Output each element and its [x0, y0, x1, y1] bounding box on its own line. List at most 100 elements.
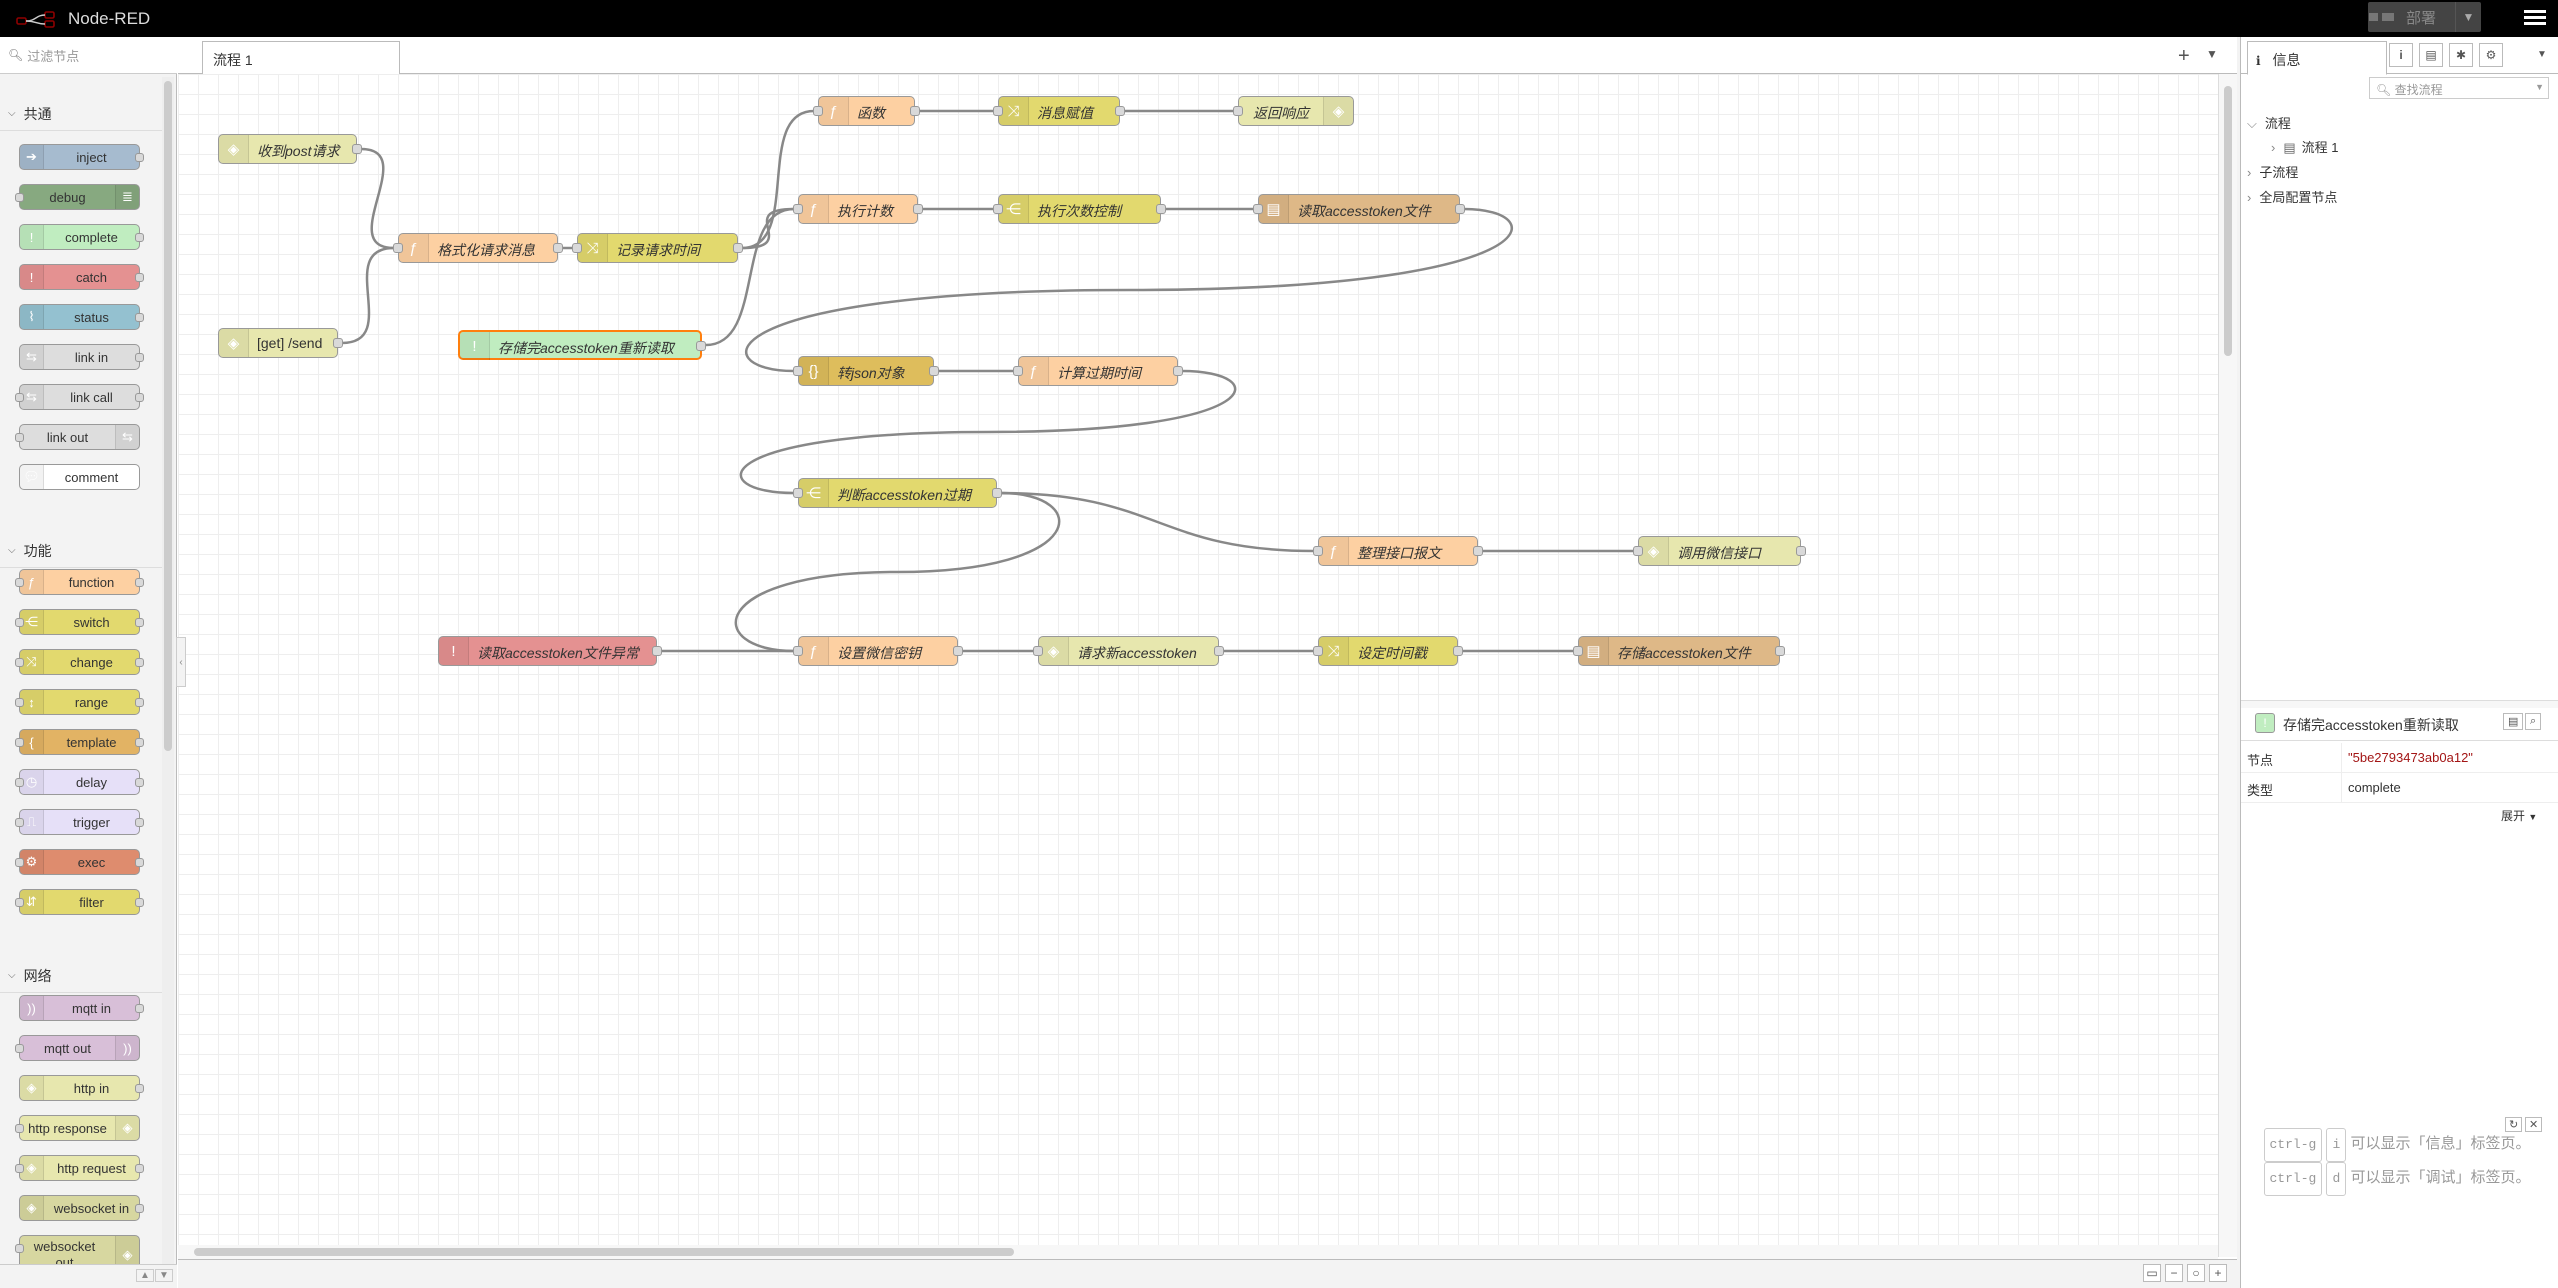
- input-port[interactable]: [813, 106, 823, 116]
- palette-node[interactable]: ◈http in: [19, 1075, 144, 1101]
- output-port[interactable]: [696, 341, 706, 351]
- flow-node[interactable]: ▤存储accesstoken文件: [1573, 636, 1785, 666]
- tree-subflows[interactable]: ›子流程: [2247, 162, 2298, 181]
- flow-node[interactable]: ◈[get] /send: [218, 328, 343, 358]
- input-port[interactable]: [993, 204, 1003, 214]
- zoom-in-button[interactable]: +: [2209, 1264, 2227, 1282]
- zoom-out-button[interactable]: −: [2165, 1264, 2183, 1282]
- flow-node[interactable]: !存储完accesstoken重新读取: [458, 330, 706, 360]
- sidebar-tree-scrollbar[interactable]: [2543, 101, 2557, 691]
- output-port[interactable]: [333, 338, 343, 348]
- flow-node[interactable]: {}转json对象: [793, 356, 939, 386]
- deploy-button[interactable]: 部署 ▼: [2368, 2, 2481, 32]
- input-port[interactable]: [1313, 546, 1323, 556]
- flow-node[interactable]: ◈调用微信接口: [1633, 536, 1806, 566]
- canvas-horizontal-scrollbar[interactable]: [178, 1245, 2218, 1259]
- input-port[interactable]: [1033, 646, 1043, 656]
- expand-link[interactable]: 展开 ▼: [2501, 807, 2537, 824]
- palette-toggle-handle[interactable]: ‹: [176, 637, 186, 687]
- debug-tab-icon[interactable]: ✱: [2449, 43, 2473, 67]
- flow-node[interactable]: ⤨消息赋值: [993, 96, 1125, 126]
- tab-list-dropdown-icon[interactable]: ▼: [2206, 47, 2218, 61]
- search-dropdown-icon[interactable]: ▼: [2535, 82, 2544, 92]
- palette-node[interactable]: ⌇status: [19, 304, 144, 330]
- output-port[interactable]: [1453, 646, 1463, 656]
- flow-node[interactable]: ▤读取accesstoken文件: [1253, 194, 1465, 224]
- property-node-value[interactable]: "5be2793473ab0a12": [2341, 743, 2479, 773]
- palette-node[interactable]: ))mqtt in: [19, 995, 144, 1021]
- palette-node[interactable]: !catch: [19, 264, 144, 290]
- palette-node[interactable]: ))mqtt out: [15, 1035, 140, 1061]
- palette-node[interactable]: ⚙exec: [15, 849, 144, 875]
- palette-filter-input[interactable]: 🔍︎ 过滤节点: [0, 37, 177, 74]
- output-port[interactable]: [1115, 106, 1125, 116]
- collapse-all-icon[interactable]: ▲: [136, 1269, 154, 1282]
- output-port[interactable]: [1473, 546, 1483, 556]
- zoom-reset-button[interactable]: ○: [2187, 1264, 2205, 1282]
- expand-all-icon[interactable]: ▼: [155, 1269, 173, 1282]
- palette-node[interactable]: ◈websocket in: [19, 1195, 144, 1221]
- output-port[interactable]: [913, 204, 923, 214]
- input-port[interactable]: [1013, 366, 1023, 376]
- flow-wire[interactable]: [741, 109, 815, 250]
- output-port[interactable]: [1775, 646, 1785, 656]
- flow-wire[interactable]: [739, 369, 1237, 495]
- palette-node[interactable]: ⇆link out: [15, 424, 140, 450]
- palette-node[interactable]: ◷delay: [15, 769, 144, 795]
- tree-flow-1[interactable]: ›▤流程 1: [2271, 137, 2338, 156]
- input-port[interactable]: [793, 646, 803, 656]
- palette-node[interactable]: ➔inject: [19, 144, 144, 170]
- output-port[interactable]: [1156, 204, 1166, 214]
- output-port[interactable]: [929, 366, 939, 376]
- input-port[interactable]: [572, 243, 582, 253]
- palette-node[interactable]: ↕range: [15, 689, 144, 715]
- flow-node[interactable]: !读取accesstoken文件异常: [438, 636, 662, 666]
- info-tab-button[interactable]: i: [2389, 43, 2413, 67]
- node-help-book-icon[interactable]: ▤: [2503, 713, 2524, 730]
- output-port[interactable]: [352, 144, 362, 154]
- sidebar-menu-dropdown-icon[interactable]: ▼: [2537, 49, 2547, 60]
- input-port[interactable]: [1233, 106, 1243, 116]
- flow-node[interactable]: ◈收到post请求: [218, 134, 362, 164]
- sidebar-separator[interactable]: [2237, 37, 2240, 1288]
- input-port[interactable]: [993, 106, 1003, 116]
- flow-wire[interactable]: [705, 207, 795, 347]
- output-port[interactable]: [992, 488, 1002, 498]
- flow-node[interactable]: ⤨设定时间戳: [1313, 636, 1463, 666]
- palette-category[interactable]: ⌵网络: [0, 959, 162, 993]
- library-tab-icon[interactable]: ▤: [2419, 43, 2443, 67]
- flow-wire[interactable]: [741, 207, 795, 250]
- flow-node[interactable]: ◈返回响应: [1233, 96, 1354, 126]
- navigator-icon[interactable]: ▭: [2143, 1264, 2161, 1282]
- palette-category[interactable]: ⌵共通: [0, 97, 162, 131]
- palette-node[interactable]: ◈http request: [15, 1155, 144, 1181]
- palette-node[interactable]: 💬︎comment: [19, 464, 140, 490]
- palette-node[interactable]: ⎍trigger: [15, 809, 144, 835]
- tab-flow-1[interactable]: 流程 1: [202, 41, 400, 75]
- output-port[interactable]: [953, 646, 963, 656]
- refresh-icon[interactable]: ↻: [2505, 1117, 2523, 1132]
- flow-wire[interactable]: [360, 147, 395, 250]
- output-port[interactable]: [733, 243, 743, 253]
- palette-node[interactable]: ≣debug: [15, 184, 140, 210]
- flow-wire[interactable]: [734, 491, 1061, 653]
- output-port[interactable]: [1455, 204, 1465, 214]
- input-port[interactable]: [793, 488, 803, 498]
- input-port[interactable]: [1253, 204, 1263, 214]
- palette-node[interactable]: !complete: [19, 224, 144, 250]
- flow-wire[interactable]: [341, 246, 395, 345]
- palette-node[interactable]: ⋲switch: [15, 609, 144, 635]
- sidebar-split-handle[interactable]: [2241, 700, 2558, 708]
- config-tab-icon[interactable]: ⚙: [2479, 43, 2503, 67]
- output-port[interactable]: [1796, 546, 1806, 556]
- deploy-dropdown-icon[interactable]: ▼: [2455, 2, 2481, 32]
- tree-global-config[interactable]: ›全局配置节点: [2247, 187, 2337, 206]
- palette-node[interactable]: ⤨change: [15, 649, 144, 675]
- flow-wire[interactable]: [744, 207, 1514, 373]
